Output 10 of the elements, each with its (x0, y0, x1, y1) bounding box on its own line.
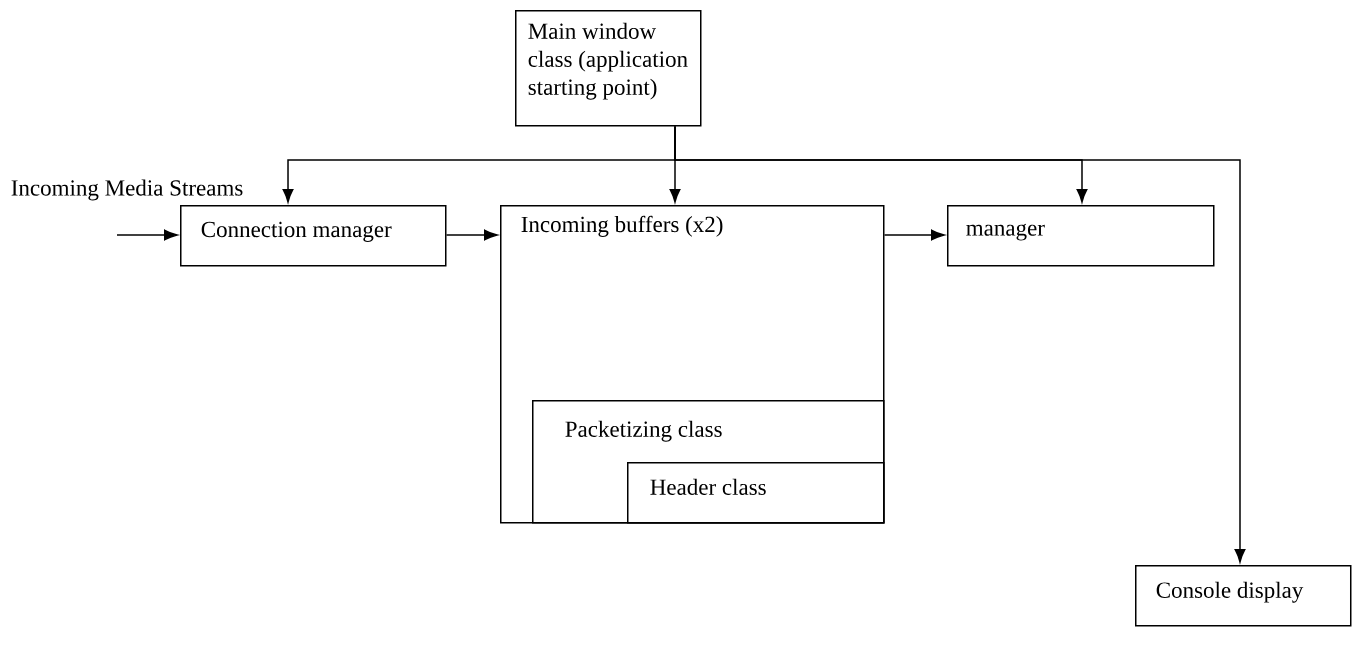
class-box: manager (947, 205, 1215, 267)
class-box: Main window class (application starting point) (515, 10, 702, 127)
arrow (445, 229, 498, 241)
arrow (674, 125, 1246, 563)
nested-class-box: Header class (627, 462, 885, 524)
arrow (883, 229, 945, 241)
stream-label: Incoming Media Streams (11, 179, 243, 201)
arrow (116, 229, 178, 241)
class-box: Console display (1135, 565, 1352, 627)
class-box: Connection manager (180, 205, 447, 267)
